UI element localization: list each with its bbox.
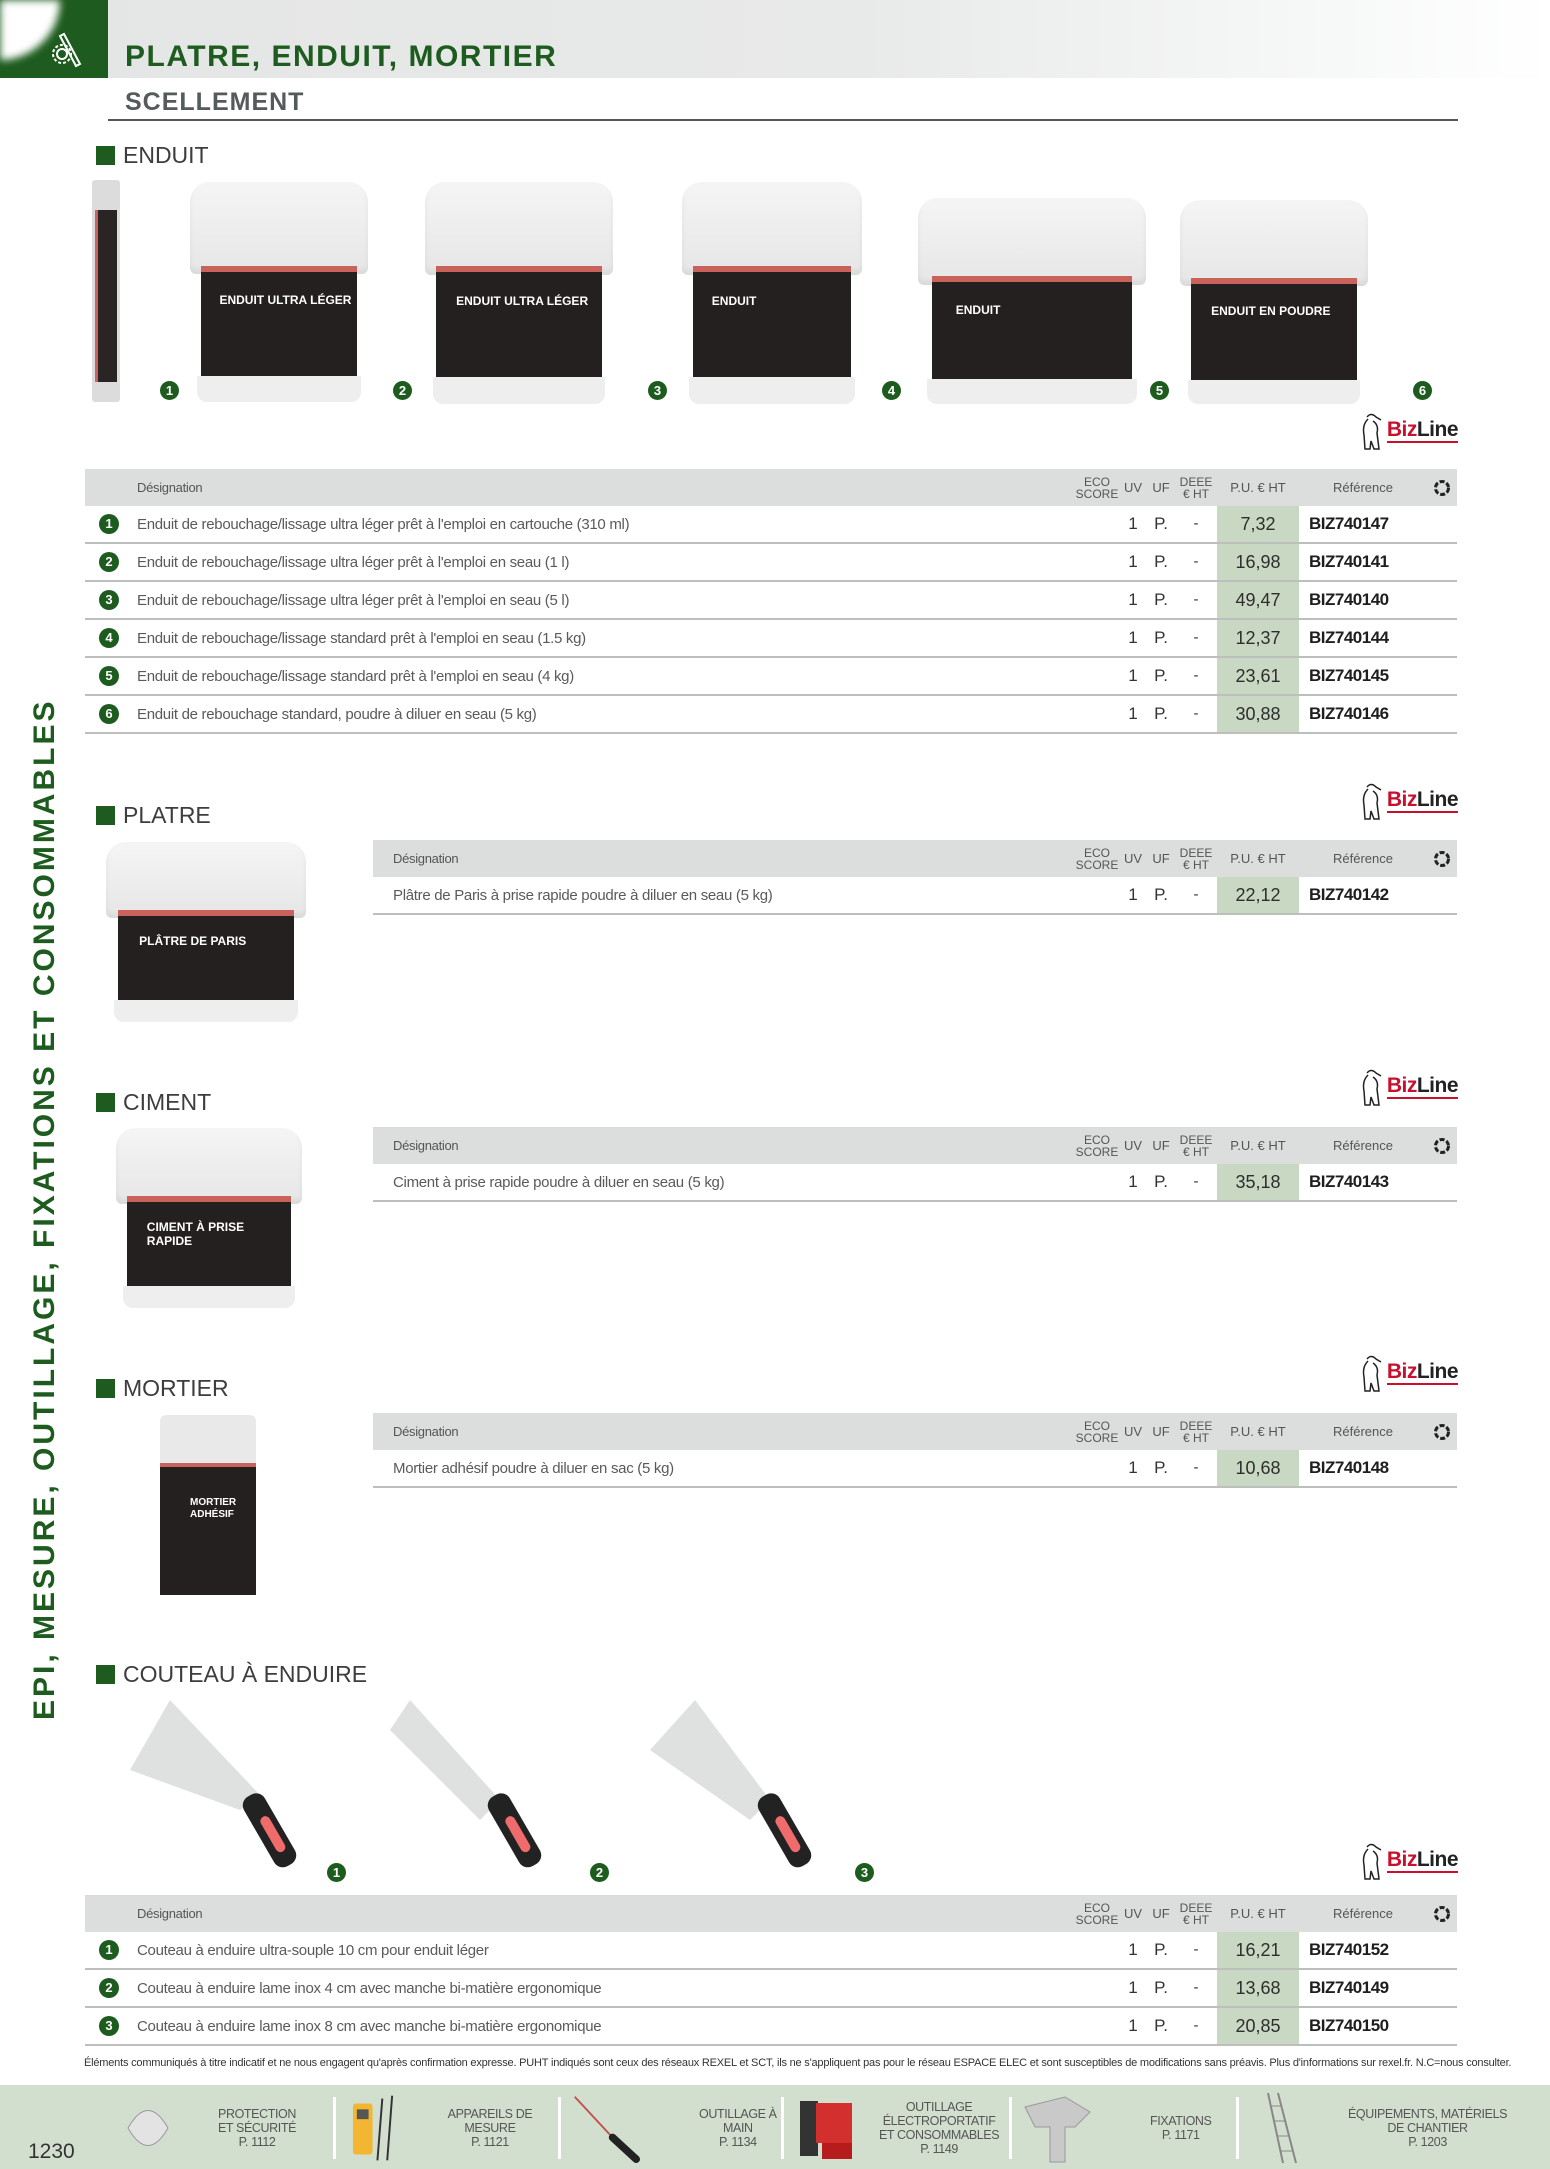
nav-separator [333,2097,336,2159]
table-row: 2 Couteau à enduire lame inox 4 cm avec … [85,1970,1457,2008]
product-image-enduit-4: ENDUIT [682,182,862,404]
table-row: 2 Enduit de rebouchage/lissage ultra lég… [85,544,1457,582]
product-image-enduit-3: ENDUIT ULTRA LÉGER [425,182,613,404]
nav-separator [1236,2097,1239,2159]
table-row: Mortier adhésif poudre à diluer en sac (… [373,1450,1457,1488]
bizline-logo: BizLine [1348,1838,1459,1884]
drill-icon [800,2101,852,2159]
footer-nav-band [0,2085,1550,2169]
green-square-icon [96,1379,115,1398]
chapter-side-title: EPI, MESURE, OUTILLAGE, FIXATIONS ET CON… [28,698,61,1720]
bear-mascot-icon [1362,783,1382,820]
image-badge-3: 3 [648,381,667,400]
nav-separator [558,2097,561,2159]
table-row: Ciment à prise rapide poudre à diluer en… [373,1164,1457,1202]
image-badge-6: 6 [1413,381,1432,400]
recycle-icon [1434,479,1450,496]
page-subtitle: SCELLEMENT [125,88,305,116]
page-title: PLATRE, ENDUIT, MORTIER [125,40,558,73]
green-square-icon [96,806,115,825]
multimeter-icon [352,2095,394,2161]
image-badge-1: 1 [160,381,179,400]
table-row: 1 Enduit de rebouchage/lissage ultra lég… [85,506,1457,544]
bear-mascot-icon [1362,1843,1382,1880]
table-row: 6 Enduit de rebouchage standard, poudre … [85,696,1457,734]
ladder-icon [1267,2092,1297,2164]
product-image-mortier: MORTIER ADHÉSIF [160,1415,256,1595]
recycle-icon [1434,1423,1450,1440]
image-badge-5: 5 [1150,381,1169,400]
table-row: Plâtre de Paris à prise rapide poudre à … [373,877,1457,915]
recycle-icon [1434,1905,1450,1922]
recycle-icon [1434,1137,1450,1154]
section-label-ciment: CIMENT [96,1089,211,1116]
product-image-ciment: CIMENT À PRISE RAPIDE [116,1128,302,1308]
image-badge-4: 4 [882,381,901,400]
tools-icon [52,32,82,68]
image-badge-2: 2 [590,1863,609,1882]
table-row: 5 Enduit de rebouchage/lissage standard … [85,658,1457,696]
putty-knife-image-3 [650,1700,812,1868]
product-image-enduit-6: ENDUIT EN POUDRE [1180,200,1368,404]
image-badge-2: 2 [393,381,412,400]
bracket-icon [1024,2096,1091,2163]
recycle-icon [1434,850,1450,867]
header-band [0,0,1550,78]
section-label-platre: PLATRE [96,802,211,829]
bear-mascot-icon [1362,1355,1382,1392]
image-badge-3: 3 [855,1863,874,1882]
mask-icon [127,2110,169,2146]
disclaimer-text: Éléments communiqués à titre indicatif e… [84,2057,1512,2069]
table-row: 3 Enduit de rebouchage/lissage ultra lég… [85,582,1457,620]
bear-mascot-icon [1362,1069,1382,1106]
product-image-enduit-5: ENDUIT [918,198,1146,404]
bizline-logo: BizLine [1348,778,1459,824]
product-image-platre: PLÂTRE DE PARIS [106,842,306,1022]
table-row: 3 Couteau à enduire lame inox 8 cm avec … [85,2008,1457,2046]
product-image-enduit-2: ENDUIT ULTRA LÉGER [190,182,368,402]
nav-separator [1009,2097,1012,2159]
table-row: 1 Couteau à enduire ultra-souple 10 cm p… [85,1932,1457,1970]
subtitle-rule [108,119,1458,121]
green-square-icon [96,1665,115,1684]
nav-separator [781,2097,784,2159]
table-row: 4 Enduit de rebouchage/lissage standard … [85,620,1457,658]
section-label-mortier: MORTIER [96,1375,229,1402]
bizline-logo: BizLine [1348,1350,1459,1396]
screwdriver-icon [574,2096,640,2163]
page-number: 1230 [28,2140,75,2163]
section-label-enduit: ENDUIT [96,142,209,169]
product-image-cartouche [92,180,120,402]
section-label-couteau: COUTEAU À ENDUIRE [96,1661,367,1688]
green-square-icon [96,146,115,165]
green-square-icon [96,1093,115,1112]
putty-knife-image-1 [130,1700,297,1868]
bizline-logo: BizLine [1348,408,1459,454]
bizline-logo: BizLine [1348,1064,1459,1110]
bear-mascot-icon [1362,413,1382,450]
putty-knife-image-2 [390,1700,542,1868]
image-badge-1: 1 [327,1863,346,1882]
